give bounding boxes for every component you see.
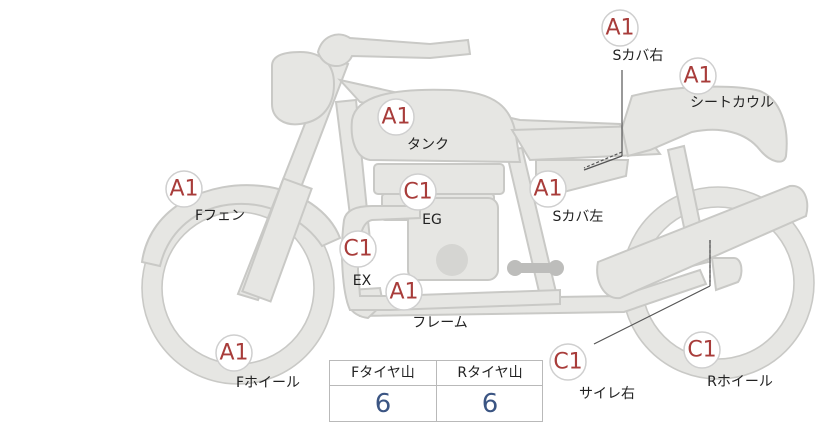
badge-code: A1 [169, 177, 198, 202]
badge-label: EX [353, 273, 372, 289]
badge-code: A1 [389, 280, 418, 305]
badge-label: Fホイール [236, 375, 300, 391]
badge-seat-cowl: A1 シートカウル [679, 57, 774, 111]
silencer-drawing [596, 184, 809, 300]
badge-s-cover-right: A1 Sカバ右 [601, 9, 664, 64]
front-tire-value: 6 [374, 389, 392, 419]
badge-code: C1 [687, 338, 716, 363]
badge-code: C1 [553, 350, 582, 375]
badge-code: A1 [533, 177, 562, 202]
badge-code: C1 [403, 180, 432, 205]
badge-eg: C1 EG [399, 173, 442, 228]
badge-label: シートカウル [690, 95, 774, 111]
rear-tire-column: Rタイヤ山 6 [437, 361, 543, 421]
rear-tire-value: 6 [481, 389, 499, 419]
badge-code: A1 [381, 105, 410, 130]
silencer-cap-drawing [710, 257, 743, 292]
badge-f-fender: A1 Fフェン [165, 170, 245, 224]
handlebar-drawing [316, 33, 472, 67]
front-tire-column: Fタイヤ山 6 [330, 361, 437, 421]
badge-code: A1 [605, 16, 634, 41]
badge-s-cover-left: A1 Sカバ左 [529, 170, 604, 225]
badge-label: タンク [407, 137, 449, 153]
badge-code: C1 [343, 237, 372, 262]
tire-tread-table: Fタイヤ山 6 Rタイヤ山 6 [329, 360, 543, 422]
badge-label: EG [422, 212, 442, 228]
badge-f-wheel: A1 Fホイール [215, 334, 300, 391]
badge-label: Sカバ左 [553, 209, 604, 225]
badge-label: フレーム [412, 315, 468, 331]
badge-label: Rホイール [707, 374, 773, 390]
leader-dashes [583, 151, 711, 282]
foot-peg-drawing [507, 260, 564, 276]
rear-tire-header: Rタイヤ山 [437, 361, 543, 386]
badge-r-wheel: C1 Rホイール [683, 331, 773, 390]
badge-label: Sカバ右 [613, 48, 664, 64]
front-tire-header: Fタイヤ山 [330, 361, 436, 386]
badge-ex: C1 EX [339, 230, 377, 289]
badge-code: A1 [683, 64, 712, 89]
badge-label: サイレ右 [579, 386, 635, 402]
seat-cowl-drawing [620, 85, 788, 163]
badge-muffler-right: C1 サイレ右 [549, 343, 635, 402]
badge-code: A1 [219, 341, 248, 366]
badge-tank: A1 タンク [377, 98, 449, 153]
badge-label: Fフェン [195, 208, 245, 224]
headlight-drawing [271, 50, 336, 126]
badge-frame: A1 フレーム [385, 273, 468, 331]
fork-cover-drawing [241, 177, 313, 303]
